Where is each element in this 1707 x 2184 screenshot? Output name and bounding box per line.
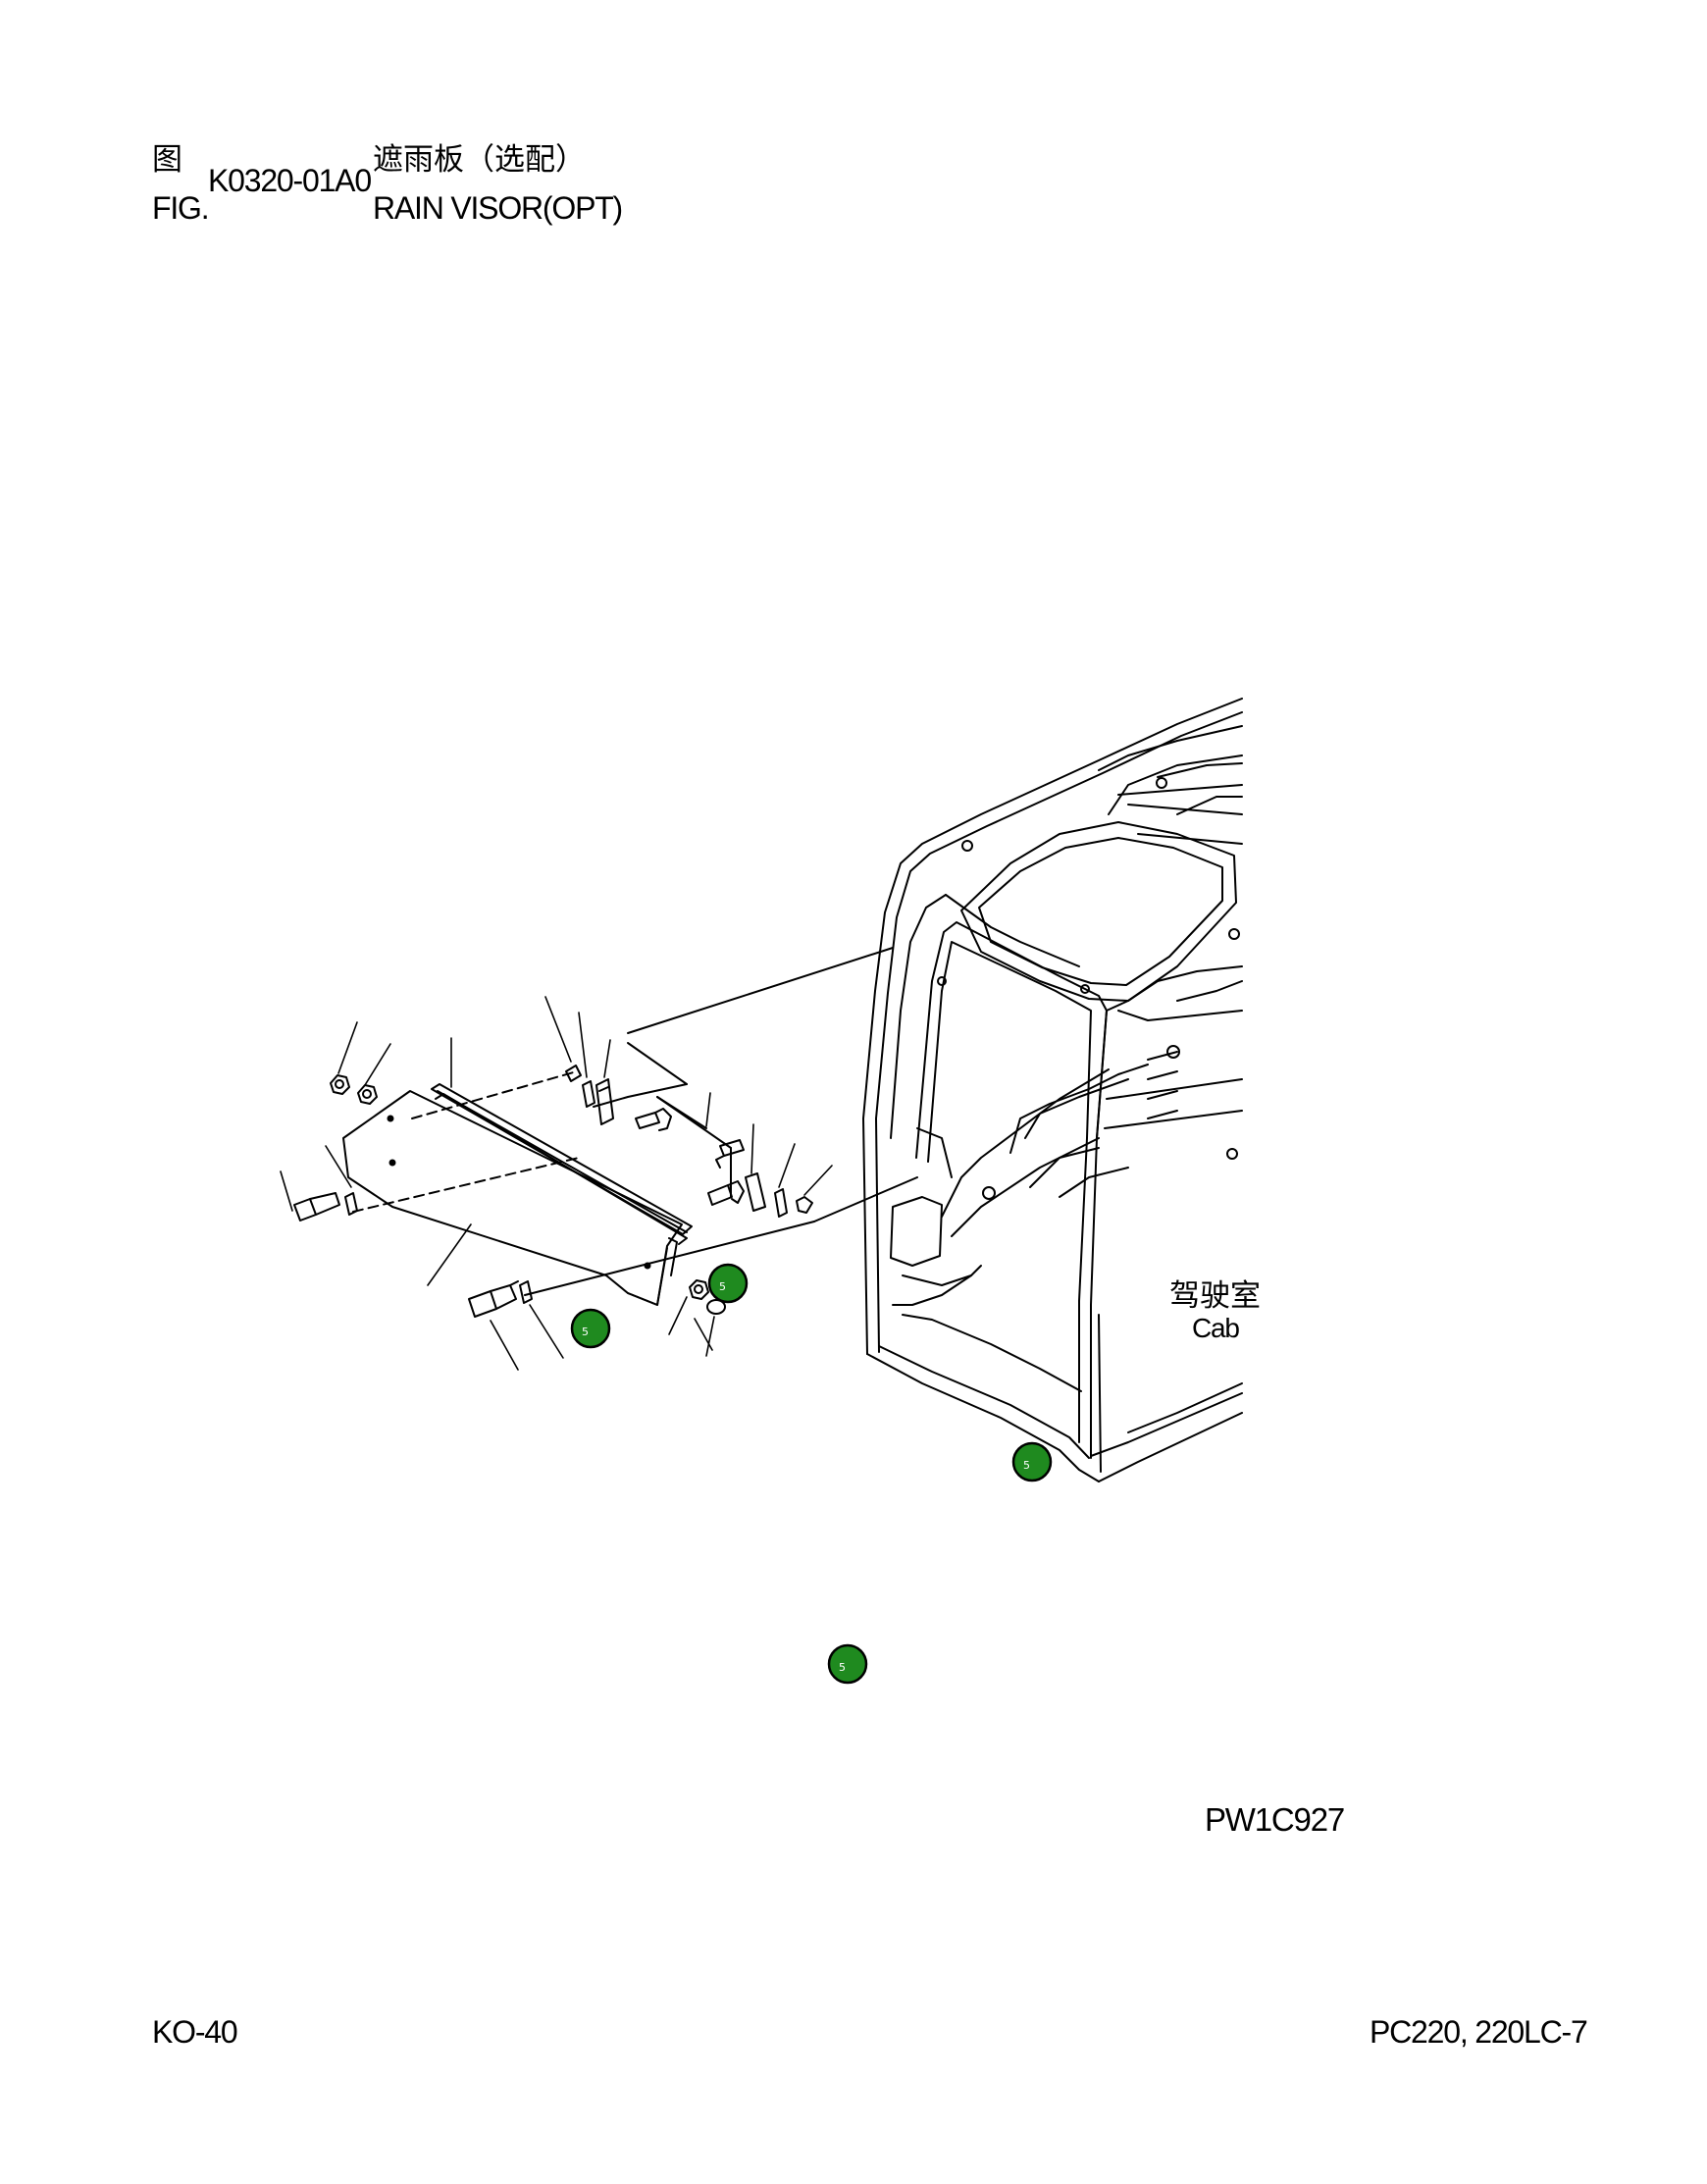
cab-label-en: Cab (1192, 1313, 1240, 1343)
cab-frame (862, 698, 1243, 1482)
note-marker: 5 (827, 1643, 868, 1685)
note-marker-label: 5 (1023, 1459, 1030, 1472)
note-marker-label: 5 (839, 1661, 846, 1674)
note-marker: 5 (707, 1263, 749, 1304)
fig-label-en: FIG. (152, 190, 210, 226)
marker-group: 5 5 5 5 (570, 1263, 1053, 1685)
fig-label-cn: 图 (152, 142, 182, 178)
note-marker-label: 5 (582, 1326, 589, 1338)
page-number: KO-40 (152, 2014, 238, 2050)
drawing-id: PW1C927 (1205, 1801, 1345, 1838)
title-en: RAIN VISOR(OPT) (373, 190, 623, 226)
model-name: PC220, 220LC-7 (1370, 2014, 1588, 2050)
note-marker: 5 (1011, 1441, 1053, 1482)
rain-visor (342, 947, 918, 1306)
note-marker: 5 (570, 1308, 611, 1349)
leader-lines (280, 996, 833, 1371)
note-marker-label: 5 (719, 1280, 726, 1293)
fig-code: K0320-01A0 (208, 163, 372, 198)
title-cn: 遮雨板（选配） (373, 142, 586, 178)
cab-label-cn: 驾驶室 (1169, 1278, 1261, 1314)
